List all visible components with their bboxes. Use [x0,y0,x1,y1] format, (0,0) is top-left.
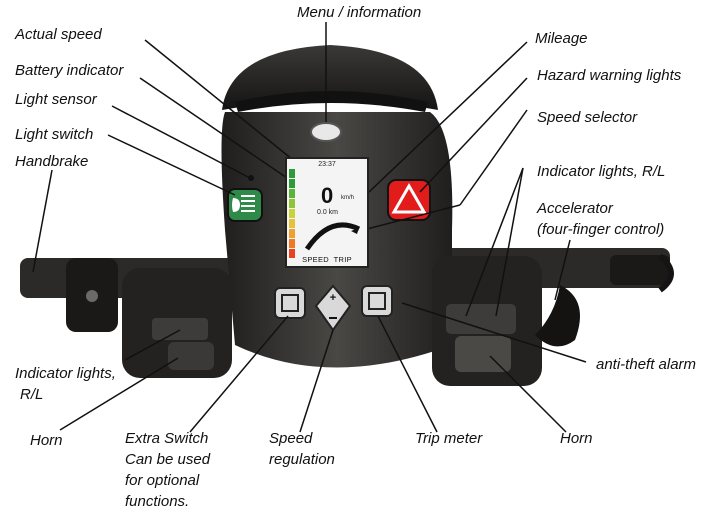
label-trip-meter: Trip meter [415,430,483,447]
label-extra-switch-4: functions. [125,493,190,510]
label-speed-selector: Speed selector [537,109,638,126]
mode-speed-label: SPEED [302,255,329,264]
label-indicator-left-1: Indicator lights, [15,365,116,382]
extra-switch-button [274,287,306,319]
label-mileage: Mileage [535,30,588,47]
label-speed-regulation-2: regulation [269,451,335,468]
display-modes: SPEED TRIP [287,255,367,264]
label-speed-regulation-1: Speed [269,430,313,447]
label-accelerator-2: (four-finger control) [537,221,665,238]
label-horn-left: Horn [30,432,63,449]
right-horn-button [455,336,511,372]
light-sensor [248,175,254,181]
display-time: 23:37 [318,161,336,168]
mode-trip-label: TRIP [333,255,352,264]
label-indicator-right: Indicator lights, R/L [537,163,666,180]
trip-meter-button [361,285,393,317]
label-menu: Menu / information [297,4,422,21]
hazard-button [387,179,431,221]
label-light-sensor: Light sensor [15,91,97,108]
right-grip-end [658,253,674,293]
svg-text:+: + [330,292,336,304]
label-anti-theft: anti-theft alarm [596,356,697,373]
label-battery: Battery indicator [15,62,124,79]
label-hazard: Hazard warning lights [537,67,682,84]
console-hood [222,45,438,110]
display-speed-unit: km/h [341,195,355,201]
battery-gauge [289,169,295,259]
menu-button [310,122,342,142]
label-light-switch: Light switch [15,126,94,143]
left-indicator-switch [152,318,208,340]
label-extra-switch-1: Extra Switch [125,430,209,447]
label-handbrake: Handbrake [15,153,89,170]
label-extra-switch-3: for optional [125,472,200,489]
lcd-display: 23:37 0 km/h 0.0 km SPEED TRIP [285,157,369,268]
label-accelerator-1: Accelerator [537,200,613,217]
right-grip [610,255,670,285]
label-indicator-left-2: R/L [20,386,44,403]
label-extra-switch-2: Can be used [125,451,211,468]
accelerator-paddle [535,285,580,347]
right-indicator-switch [446,304,516,334]
display-speed: 0 [321,183,334,208]
label-horn-right: Horn [560,430,593,447]
speed-arc [304,222,361,251]
display-mileage: 0.0 km [317,209,339,216]
label-actual-speed: Actual speed [15,26,102,43]
left-horn-button [168,342,214,370]
